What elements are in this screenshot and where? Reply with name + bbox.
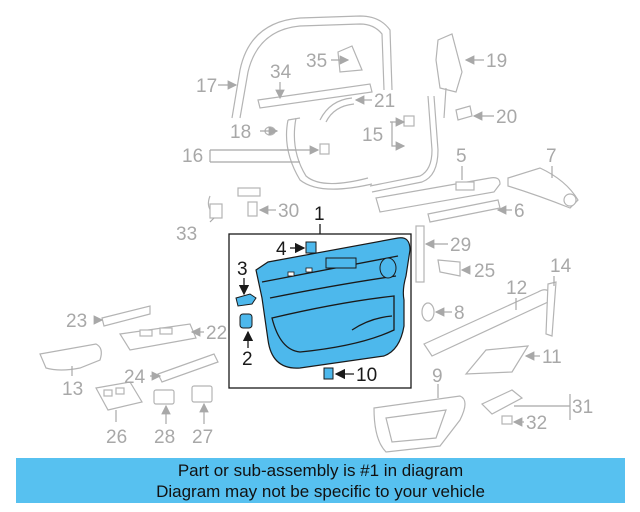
- callout-11: 11: [542, 347, 562, 368]
- callout-30: 30: [278, 201, 299, 222]
- callout-6: 6: [514, 201, 525, 222]
- callout-2: 2: [242, 349, 253, 370]
- callout-25: 25: [474, 261, 495, 282]
- part-1-door-trim-panel[interactable]: [255, 237, 411, 369]
- info-banner: Part or sub-assembly is #1 in diagram Di…: [16, 458, 625, 503]
- banner-line-2: Diagram may not be specific to your vehi…: [156, 482, 485, 501]
- callout-7: 7: [546, 146, 557, 167]
- callout-10: 10: [356, 365, 377, 386]
- callout-19: 19: [486, 51, 507, 72]
- callout-8: 8: [454, 303, 465, 324]
- callout-35: 35: [306, 51, 327, 72]
- leader-lines-main: [238, 224, 354, 380]
- part-21-strip: [319, 97, 355, 123]
- callout-5: 5: [456, 146, 467, 167]
- part-23-applique: [101, 305, 151, 327]
- callout-32: 32: [526, 413, 547, 434]
- part-29-bezel: [415, 225, 425, 283]
- part-30-switch: [247, 201, 258, 217]
- callout-28: 28: [154, 427, 175, 448]
- callout-16: 16: [182, 146, 203, 167]
- callout-29: 29: [450, 235, 471, 256]
- callout-15: 15: [362, 125, 383, 146]
- callout-12: 12: [506, 278, 527, 299]
- callout-9: 9: [432, 366, 443, 387]
- part-20-clip: [455, 105, 473, 121]
- callout-1: 1: [314, 204, 325, 225]
- callout-33: 33: [176, 224, 197, 245]
- part-31-switch-assembly: [480, 389, 524, 425]
- part-9-map-pocket: [373, 395, 466, 453]
- callouts-main: 1 4 3 2 10: [237, 204, 377, 386]
- callout-34: 34: [270, 62, 292, 83]
- callout-20: 20: [496, 107, 517, 128]
- callout-17: 17: [196, 76, 217, 97]
- part-16-door-frame: [280, 117, 373, 190]
- part-24-trim: [157, 353, 219, 383]
- part-14-seal: [545, 281, 557, 337]
- part-10-clip: [323, 367, 334, 380]
- callout-4: 4: [276, 239, 287, 260]
- part-35-mirror-patch: [337, 45, 363, 73]
- callout-22: 22: [206, 323, 227, 344]
- part-26-switch-block: [95, 381, 143, 411]
- callout-18: 18: [230, 122, 251, 143]
- part-6-trim: [427, 199, 501, 223]
- part-17-window-frame: [231, 15, 393, 119]
- callout-31: 31: [572, 397, 593, 418]
- part-13-handle: [39, 343, 102, 371]
- part-2-fastener: [239, 313, 253, 329]
- part-12-trim-panel: [423, 289, 553, 357]
- callout-21: 21: [374, 91, 395, 112]
- callouts: 17 34 35 19 21 20 18 15 16 5 7 6 30 33 2…: [62, 51, 593, 448]
- part-5-armrest: [375, 177, 501, 213]
- part-25-switch: [437, 259, 461, 277]
- callout-14: 14: [550, 256, 572, 277]
- part-27-switch: [191, 385, 213, 403]
- part-19-mirror: [435, 33, 463, 119]
- part-34-belt-molding: [257, 83, 373, 109]
- callout-13: 13: [62, 379, 83, 400]
- leader-lines: [71, 55, 571, 427]
- callout-3: 3: [237, 259, 248, 280]
- part-22-switch-panel: [119, 323, 197, 351]
- part-4-clip: [305, 241, 317, 254]
- part-33-harness: [207, 187, 261, 219]
- callout-24: 24: [124, 367, 146, 388]
- part-8-grille: [421, 302, 435, 322]
- part-28-switch: [153, 389, 175, 405]
- callout-26: 26: [106, 427, 127, 448]
- part-11-insert: [464, 345, 530, 375]
- callout-27: 27: [192, 427, 213, 448]
- banner-line-1: Part or sub-assembly is #1 in diagram: [177, 461, 464, 480]
- callout-23: 23: [66, 311, 87, 332]
